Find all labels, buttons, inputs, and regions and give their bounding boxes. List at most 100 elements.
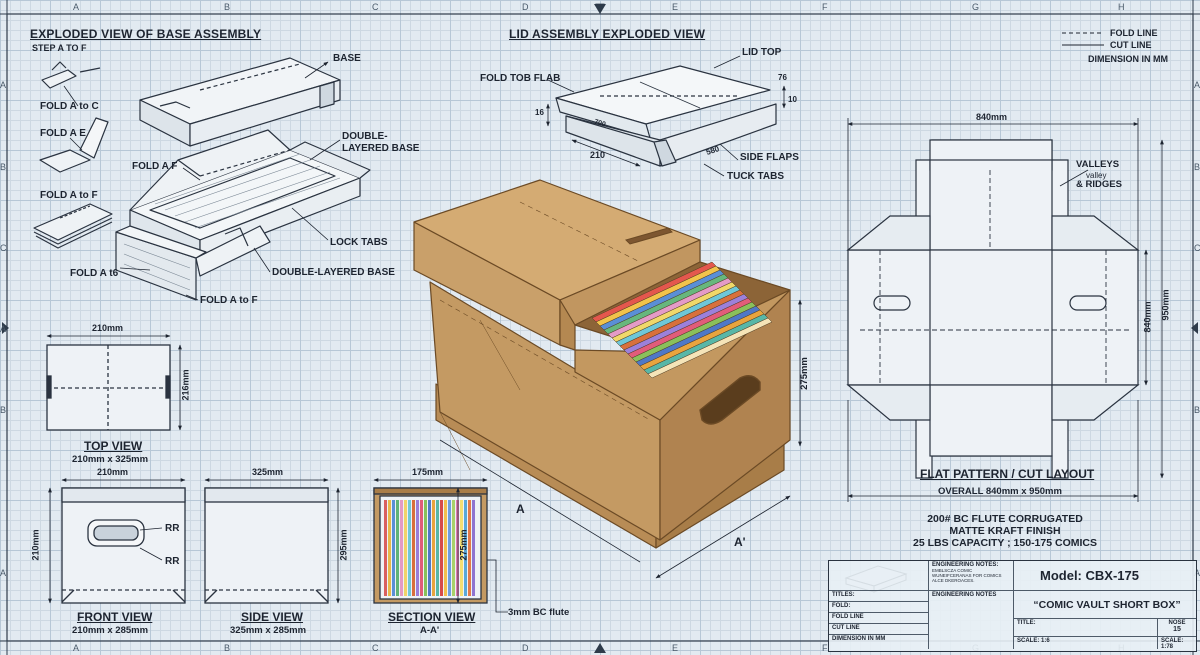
title-block-row-cut-line: CUT LINE bbox=[829, 624, 929, 635]
step-fold-a-e: FOLD A E bbox=[40, 128, 86, 139]
title-block-nose-cell: NOSE 15 bbox=[1158, 619, 1196, 637]
exploded-base-subtitle: STEP A TO F bbox=[32, 43, 87, 53]
title-block-notes-body: EMBLSCZA COMIC WUNEIFCERANAS FOR COMICS … bbox=[932, 568, 1002, 583]
spec-finish: MATTE KRAFT FINISH bbox=[949, 525, 1061, 537]
label-valleys: VALLEYS bbox=[1076, 159, 1120, 170]
row-ref-2-left: B bbox=[0, 162, 7, 172]
legend-fold-line: FOLD LINE bbox=[1110, 28, 1158, 38]
title-block-notes-cell: ENGINEERING NOTES: EMBLSCZA COMIC WUNEIF… bbox=[929, 561, 1014, 591]
row-ref-3-right: C bbox=[1194, 243, 1200, 253]
col-ref-a-top: A bbox=[73, 2, 80, 12]
spec-capacity: 25 LBS CAPACITY ; 150-175 COMICS bbox=[913, 537, 1097, 549]
col-ref-f-top: F bbox=[822, 2, 828, 12]
title-block-image-cell bbox=[829, 561, 929, 591]
title-block-nose-label: NOSE bbox=[1168, 620, 1186, 626]
front-view-width-dim: 210mm bbox=[97, 467, 129, 477]
label-fold-a-t6: FOLD A t6 bbox=[70, 268, 119, 279]
side-view-title: SIDE VIEW bbox=[241, 610, 304, 624]
title-block-row-titles: TITLES: bbox=[829, 591, 929, 602]
label-fold-flab: FOLD TOB FLAB bbox=[480, 73, 561, 84]
flat-height-dim-outer: 950mm bbox=[1160, 289, 1171, 321]
title-block-row-fold: FOLD: bbox=[829, 602, 929, 613]
side-view-size: 325mm x 285mm bbox=[230, 625, 307, 636]
row-ref-6-right: A bbox=[1194, 568, 1200, 578]
title-block-row-fold-line: FOLD LINE bbox=[829, 613, 929, 624]
front-view-drawing bbox=[61, 487, 186, 604]
title-block-notes-title: ENGINEERING NOTES: bbox=[932, 562, 999, 568]
exploded-base-drawing bbox=[33, 57, 371, 301]
row-ref-1-left: A bbox=[0, 80, 7, 90]
center-mark-left bbox=[2, 322, 9, 334]
side-view-drawing bbox=[204, 487, 329, 604]
center-mark-bottom bbox=[594, 643, 606, 653]
col-ref-c-top: C bbox=[372, 2, 379, 12]
main-box-details bbox=[439, 201, 761, 471]
col-ref-d-bottom: D bbox=[522, 643, 529, 653]
flat-height-dim-inner: 840mm bbox=[1142, 301, 1153, 333]
front-view-rr-2: RR bbox=[165, 556, 180, 567]
label-ridges: & RIDGES bbox=[1076, 179, 1122, 190]
label-double-layered-base-2: DOUBLE-LAYERED BASE bbox=[272, 267, 395, 278]
top-view-title: TOP VIEW bbox=[84, 439, 143, 453]
section-flute-note: 3mm BC flute bbox=[508, 607, 570, 618]
flat-pattern-drawing bbox=[846, 139, 1140, 479]
top-view-size: 210mm x 325mm bbox=[72, 454, 149, 465]
title-block-model: Model: CBX-175 bbox=[1014, 561, 1196, 591]
spec-material: 200# BC FLUTE CORRUGATED bbox=[927, 513, 1083, 525]
step-fold-a-to-f: FOLD A to F bbox=[40, 190, 98, 201]
section-marker-a: A bbox=[516, 502, 525, 516]
title-block-nose-value: 15 bbox=[1173, 626, 1181, 633]
label-valley: valley bbox=[1086, 171, 1107, 180]
label-tuck-tabs: TUCK TABS bbox=[727, 171, 785, 182]
col-ref-b-top: B bbox=[224, 2, 231, 12]
title-block: ENGINEERING NOTES: EMBLSCZA COMIC WUNEIF… bbox=[828, 560, 1197, 652]
title-block-row-dimension: DIMENSION IN MM bbox=[829, 635, 929, 649]
title-block-notes-cell-2: ENGINEERING NOTES bbox=[929, 591, 1014, 649]
section-view-height-dim: 275mm bbox=[458, 529, 469, 561]
lid-dim-10: 10 bbox=[788, 95, 797, 104]
title-block-title-label: TITLE: bbox=[1014, 619, 1158, 637]
row-ref-4-left: A bbox=[0, 324, 7, 334]
col-ref-g-top: G bbox=[972, 2, 980, 12]
title-block-product-name: “COMIC VAULT SHORT BOX” bbox=[1014, 591, 1196, 619]
row-ref-3-left: C bbox=[0, 243, 7, 253]
section-view-width-dim: 175mm bbox=[412, 467, 444, 477]
front-view-height-dim: 210mm bbox=[30, 529, 41, 561]
label-lock-tabs: LOCK TABS bbox=[330, 237, 388, 248]
lid-dim-16: 16 bbox=[535, 108, 544, 117]
front-view-size: 210mm x 285mm bbox=[72, 625, 149, 636]
label-fold-a-to-f: FOLD A to F bbox=[200, 295, 258, 306]
top-view-drawing bbox=[46, 344, 171, 431]
section-marker-a-prime: A' bbox=[734, 535, 746, 549]
exploded-base-title: EXPLODED VIEW OF BASE ASSEMBLY bbox=[30, 27, 262, 41]
label-lid-top: LID TOP bbox=[742, 47, 782, 58]
side-view-width-dim: 325mm bbox=[252, 467, 284, 477]
title-block-notes-title-2: ENGINEERING NOTES bbox=[932, 592, 997, 598]
legend-cut-line: CUT LINE bbox=[1110, 40, 1152, 50]
col-ref-h-top: H bbox=[1118, 2, 1125, 12]
flat-pattern-folds bbox=[860, 159, 1130, 386]
flat-pattern-title: FLAT PATTERN / CUT LAYOUT bbox=[920, 467, 1095, 481]
col-ref-d-top: D bbox=[522, 2, 529, 12]
row-ref-5-left: B bbox=[0, 405, 7, 415]
row-ref-1-right: A bbox=[1194, 80, 1200, 90]
front-view-title: FRONT VIEW bbox=[77, 610, 153, 624]
col-ref-e-top: E bbox=[672, 2, 679, 12]
row-ref-6-left: A bbox=[0, 568, 7, 578]
title-block-scale-2: SCALE: 1:78 bbox=[1161, 638, 1184, 649]
flat-width-dim: 840mm bbox=[976, 112, 1008, 122]
col-ref-a-bottom: A bbox=[73, 643, 80, 653]
row-ref-5-right: B bbox=[1194, 405, 1200, 415]
side-view-height-dim: 295mm bbox=[338, 529, 349, 561]
center-mark-right bbox=[1191, 322, 1198, 334]
flat-pattern-overall: OVERALL 840mm x 950mm bbox=[938, 486, 1062, 497]
front-view-rr-1: RR bbox=[165, 523, 180, 534]
section-view-subtitle: A-A' bbox=[420, 625, 440, 636]
lid-assembly-drawing bbox=[555, 65, 777, 167]
lid-dim-76: 76 bbox=[778, 73, 787, 82]
label-fold-a-f: FOLD A F bbox=[132, 161, 178, 172]
label-double-layered-base: DOUBLE-LAYERED BASE bbox=[342, 131, 420, 154]
main-box-comics bbox=[591, 261, 773, 379]
